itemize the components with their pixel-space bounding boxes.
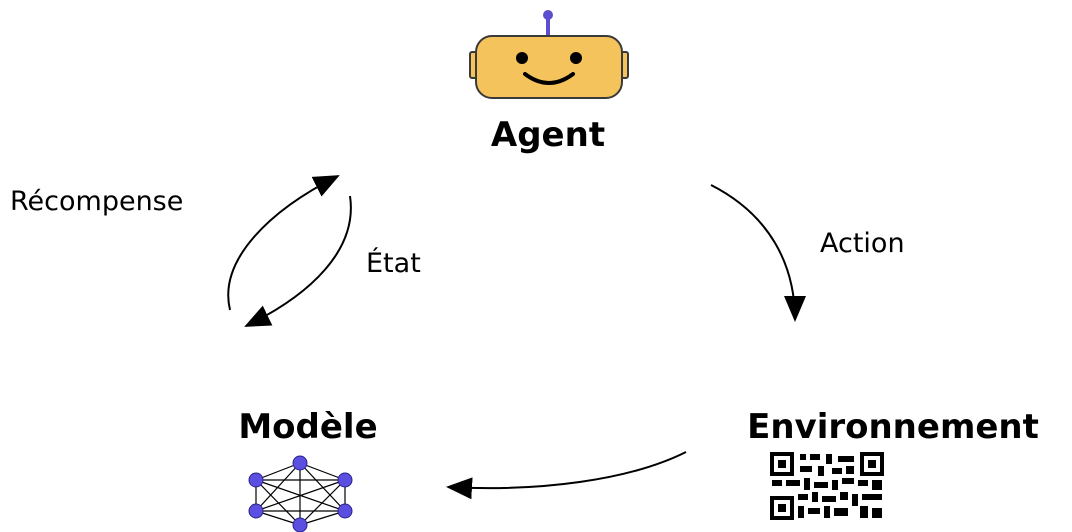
robot-face-icon [469,10,629,99]
action-label: Action [820,228,905,259]
state-arrow [244,195,352,327]
feedback-arrow [446,451,687,500]
agent-label: Agent [491,115,605,155]
reward-arrow [227,175,340,311]
model-label: Modèle [238,407,377,447]
neural-network-icon [248,455,353,532]
state-label: État [366,247,421,279]
qr-code-icon [770,452,884,520]
environment-label: Environnement [747,407,1039,447]
action-arrow [710,184,806,322]
reward-label: Récompense [10,186,183,217]
